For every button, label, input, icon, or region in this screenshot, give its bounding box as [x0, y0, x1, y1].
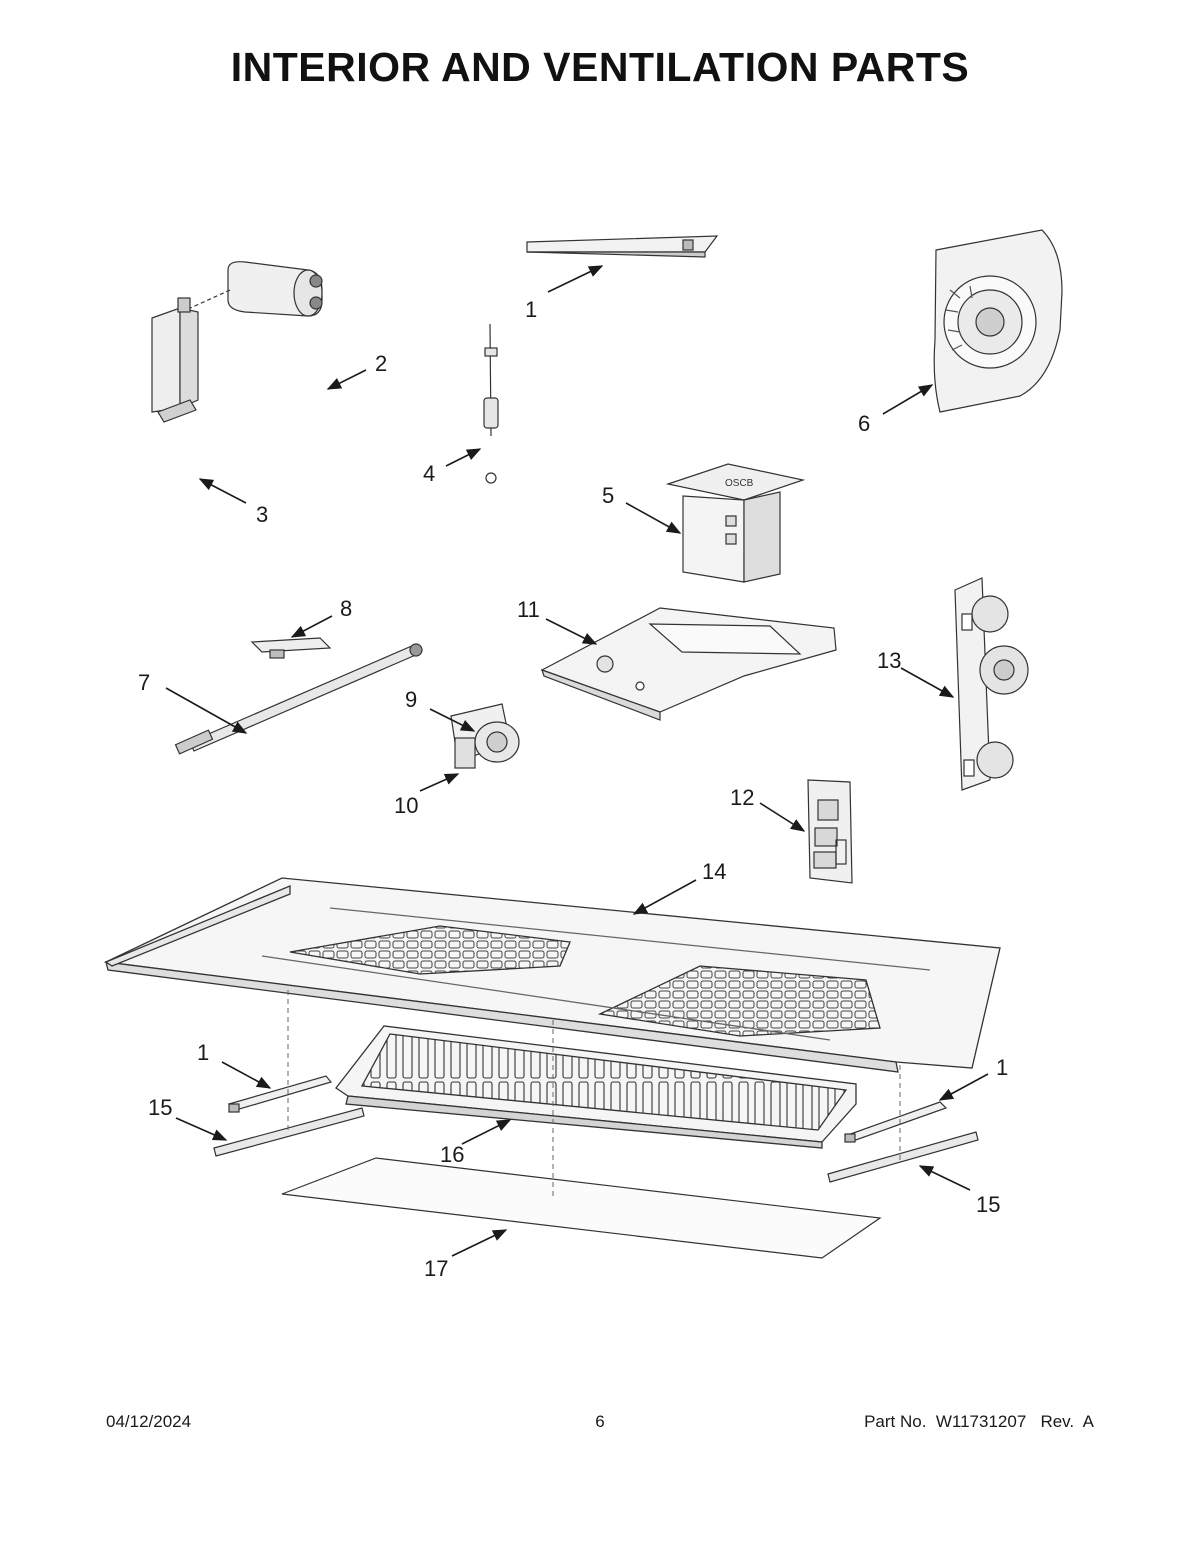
callout-1-top: 1	[525, 297, 537, 322]
part-16-vent-grille	[335, 1025, 857, 1149]
part-2-capacitor	[185, 261, 323, 317]
callout-6: 6	[858, 411, 870, 436]
part-11-mounting-plate	[540, 607, 837, 721]
part-3-capacitor-bracket	[151, 297, 199, 423]
callout-2: 2	[375, 351, 387, 376]
part-1-top-cover	[526, 235, 719, 258]
part-12-control-board	[807, 779, 853, 884]
callout-labels: 1 2 3 4 5 6 7 8 9 10 11 12 13 14 1 1 15 …	[138, 297, 1008, 1281]
footer-date: 04/12/2024	[106, 1412, 192, 1431]
callout-4: 4	[423, 461, 435, 486]
part-7-thermal-rod	[174, 643, 423, 755]
callout-1-right: 1	[996, 1055, 1008, 1080]
callout-17: 17	[424, 1256, 448, 1281]
callout-10: 10	[394, 793, 418, 818]
callout-16: 16	[440, 1142, 464, 1167]
leader-arrows	[165, 265, 989, 1257]
callout-1-left: 1	[197, 1040, 209, 1065]
callout-9: 9	[405, 687, 417, 712]
footer-page-number: 6	[595, 1412, 605, 1431]
part-6-blower-motor	[933, 229, 1063, 413]
part-14-bottom-plate	[103, 877, 1001, 1073]
part-4-diode	[483, 323, 499, 484]
alignment-lines	[287, 990, 901, 1200]
part-1-left-cover	[227, 1075, 333, 1113]
footer-part-number: Part No. W11731207 Rev. A	[864, 1412, 1094, 1431]
callout-13: 13	[877, 648, 901, 673]
part-8-sensor	[250, 637, 332, 659]
part-15-left-shield	[213, 1107, 365, 1157]
page-title: INTERIOR AND VENTILATION PARTS	[230, 44, 970, 90]
callout-15-right: 15	[976, 1192, 1000, 1217]
callout-7: 7	[138, 670, 150, 695]
callout-3: 3	[256, 502, 268, 527]
part-1-right-cover	[843, 1101, 948, 1143]
callout-5: 5	[602, 483, 614, 508]
callout-14: 14	[702, 859, 726, 884]
part-5-transformer: OSCB	[665, 463, 806, 583]
callout-15-left: 15	[148, 1095, 172, 1120]
callout-11: 11	[517, 597, 540, 622]
callout-8: 8	[340, 596, 352, 621]
part-13-switch-bracket	[954, 577, 1029, 791]
callout-12: 12	[730, 785, 754, 810]
part-17-filter-sheet	[281, 1157, 882, 1259]
part-9-10-switch-assembly	[450, 703, 520, 769]
part-15-right-shield	[827, 1131, 979, 1183]
svg-text:OSCB: OSCB	[725, 478, 754, 489]
